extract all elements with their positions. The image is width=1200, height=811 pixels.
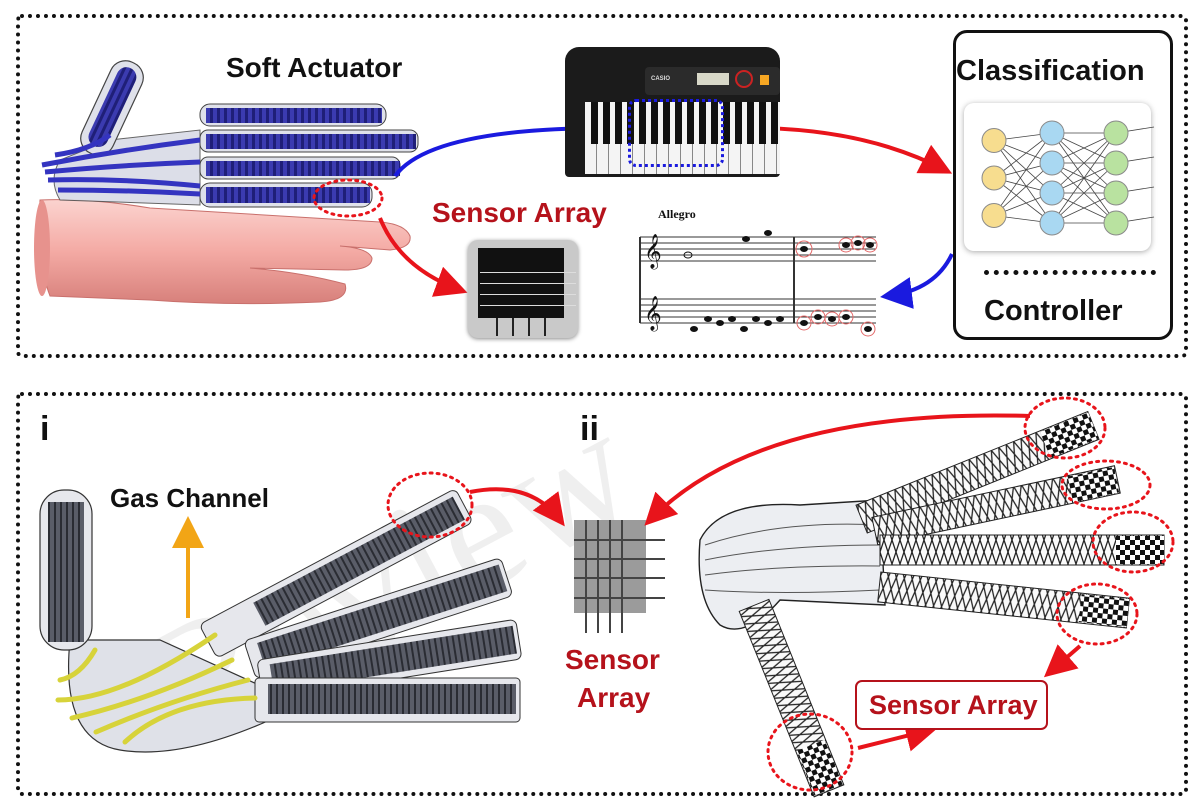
sensor-array-label-top: Sensor Array (432, 197, 607, 228)
nn-edge (993, 132, 1053, 216)
gas-channel-tubes (55, 632, 258, 745)
sensor-array-label-line2: Array (577, 682, 651, 713)
highlighted-notes (795, 235, 878, 337)
nn-node-layer-3 (1103, 210, 1129, 236)
divider-dashed (984, 270, 1156, 275)
arrow-i-to-grid (469, 487, 565, 527)
gas-tubes (41, 132, 201, 197)
glove-gas-channel-illustration (39, 471, 522, 753)
nn-node-layer-1 (981, 203, 1007, 228)
nn-edge (1051, 132, 1117, 224)
arrow-fingertip-to-grid (644, 413, 1031, 526)
hand-actuator-illustration (34, 60, 419, 305)
gas-channel-label: Gas Channel (110, 483, 269, 513)
sensor-array-label-line1: Sensor (565, 644, 660, 675)
hand-shape (38, 199, 411, 305)
panel-label-i: i (40, 410, 50, 448)
finger-actuators (199, 103, 419, 208)
finger-actuators-gray (200, 490, 522, 723)
nn-node-layer-2 (1039, 120, 1065, 146)
fingertip-highlight-i (386, 471, 474, 539)
keyboard-control-strip: CASIO (645, 67, 780, 95)
thumb-actuator-gray (39, 489, 93, 651)
sensor-array-photo (468, 240, 578, 338)
nn-edge (1051, 162, 1117, 224)
keyboard-display (697, 73, 729, 85)
nn-node-layer-2 (1039, 150, 1065, 176)
sensor-highlight-circle (312, 178, 384, 218)
classification-controller-box: Classification Controller (953, 30, 1173, 340)
music-staves: 𝄞 𝄞 (639, 230, 878, 337)
keyboard-button (760, 75, 769, 85)
sensor-wires-vertical (496, 318, 556, 336)
nn-node-layer-3 (1103, 120, 1129, 146)
top-panel (16, 14, 1188, 358)
bottom-panel (16, 392, 1188, 796)
glove-palm-ii (698, 499, 886, 630)
controller-label: Controller (984, 295, 1123, 327)
soft-actuator-label: Soft Actuator (226, 52, 403, 83)
nn-edge (993, 140, 1053, 194)
nn-node-layer-2 (1039, 210, 1065, 236)
sensor-array-box: Sensor Array (855, 680, 1048, 730)
wrist-end (34, 200, 50, 296)
treble-clef-top: 𝄞 (644, 234, 662, 270)
sheet-music: Allegro 𝄞 𝄞 (628, 205, 878, 345)
arrow-to-sensor-box-2 (857, 720, 938, 752)
neural-network-diagram (981, 120, 1155, 236)
nn-edge (993, 162, 1053, 216)
nn-node-layer-3 (1103, 150, 1129, 176)
keyboard-black-keys (591, 102, 780, 144)
nn-node-layer-3 (1103, 180, 1129, 206)
finger-actuators-ii (738, 410, 1165, 798)
fingertip-highlights-ii (766, 396, 1175, 792)
panel-label-ii: ii (580, 410, 599, 448)
treble-clef-bottom: 𝄞 (644, 296, 662, 332)
arrow-to-sensor-box-1 (1043, 644, 1082, 678)
nn-node-layer-1 (981, 128, 1007, 153)
nn-node-layer-1 (981, 165, 1007, 191)
notes (683, 230, 874, 332)
keyboard-brand: CASIO (651, 76, 671, 82)
keyboard-image: CASIO (565, 47, 780, 177)
nn-edge (993, 140, 1053, 224)
sensor-array-box-label: Sensor Array (869, 690, 1038, 720)
nn-edge (1051, 132, 1117, 194)
keyboard-highlight-region (628, 99, 724, 167)
sensor-grid (574, 520, 665, 633)
keyboard-dial (735, 70, 753, 88)
nn-node-layer-2 (1039, 180, 1065, 206)
sensor-wires-horizontal (480, 262, 576, 310)
thumb-actuator (80, 60, 144, 156)
tempo-marking: Allegro (658, 207, 696, 221)
classification-label: Classification (956, 55, 1145, 87)
